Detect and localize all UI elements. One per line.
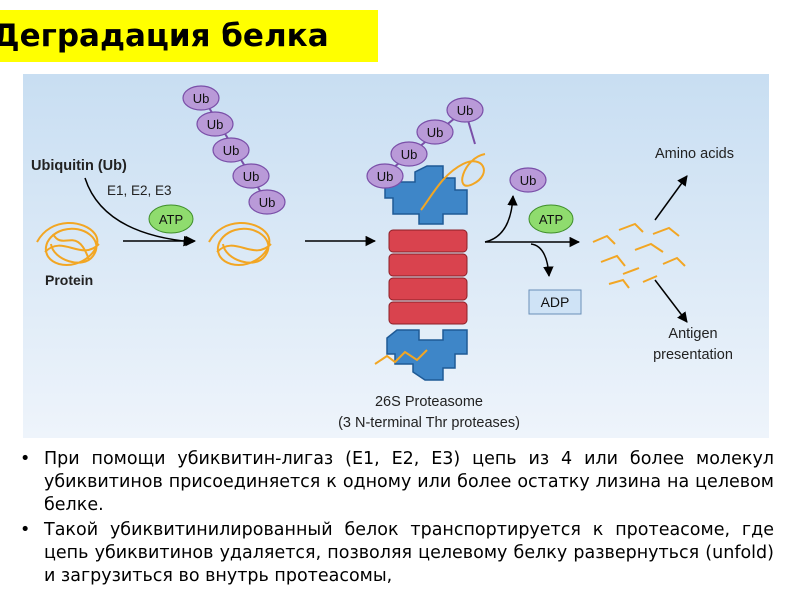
- ub-tag-label: Ub: [457, 103, 474, 118]
- proteasome-label-line1: 26S Proteasome: [375, 394, 483, 410]
- proteasome-bottom-cap: [386, 329, 468, 381]
- ub-tag: [182, 85, 220, 111]
- amino-acids-label: Amino acids: [655, 146, 734, 162]
- bullet-dot: •: [20, 520, 31, 540]
- arrow-up-amino-acids: [654, 175, 688, 221]
- proteasome-ring: [388, 229, 468, 253]
- ub-chain-2: Ub Ub Ub Ub: [366, 97, 484, 189]
- ub-released: [509, 167, 547, 193]
- ub-tag-label: Ub: [401, 147, 418, 162]
- proteasome-top-cap: [384, 165, 468, 225]
- peptide-fragments: [592, 222, 686, 289]
- adp-label: ADP: [541, 294, 570, 310]
- ubiquitin-curve-arrow: [84, 177, 195, 247]
- antigen-label-line1: Antigen: [668, 326, 717, 342]
- bullet-item: • Такой убиквитинилированный белок трансп…: [18, 519, 774, 588]
- ub-tag-label: Ub: [259, 195, 276, 210]
- ub-tag: [232, 163, 270, 189]
- ub-tag-label: Ub: [223, 143, 240, 158]
- proteasome-ring: [388, 277, 468, 301]
- antigen-label-line2: presentation: [653, 347, 733, 363]
- enzymes-label: E1, E2, E3: [107, 183, 172, 198]
- atp-label-2: ATP: [539, 212, 563, 227]
- ub-tag: [366, 163, 404, 189]
- ub-tag: [390, 141, 428, 167]
- ub-tag-label: Ub: [377, 169, 394, 184]
- protein-icon-left: [36, 222, 100, 267]
- protein-degradation-diagram: Ubiquitin (Ub) E1, E2, E3 Protein ATP Ub…: [23, 74, 769, 438]
- bullet-text: При помощи убиквитин-лигаз (E1, E2, E3) …: [44, 449, 774, 515]
- ubiquitin-label: Ubiquitin (Ub): [31, 158, 127, 174]
- ub-tag: [212, 137, 250, 163]
- atp-badge-1: [148, 204, 194, 234]
- arrow-to-adp: [530, 243, 554, 278]
- ub-tag: [248, 189, 286, 215]
- ub-tag-label: Ub: [207, 117, 224, 132]
- proteasome: [374, 153, 486, 381]
- arrow-to-released-ub: [484, 194, 518, 243]
- bullet-item: • При помощи убиквитин-лигаз (E1, E2, E3)…: [18, 448, 774, 517]
- ub-tag: [416, 119, 454, 145]
- ub-chain-1: Ub Ub Ub Ub Ub: [182, 85, 286, 215]
- title-banner: Деградация белка: [0, 10, 378, 62]
- bullet-text: Такой убиквитинилированный белок транспо…: [44, 520, 774, 586]
- ub-tag-label: Ub: [193, 91, 210, 106]
- ub-released-label: Ub: [520, 173, 537, 188]
- proteasome-ring: [388, 301, 468, 325]
- ub-tag-label: Ub: [427, 125, 444, 140]
- proteasome-label-line2: (3 N-terminal Thr proteases): [338, 415, 520, 431]
- ub-tag: [196, 111, 234, 137]
- protein-icon-ubiquitinated: [208, 222, 272, 267]
- arrow-down-antigen: [654, 279, 688, 323]
- ub-tag: [446, 97, 484, 123]
- slide-title: Деградация белка: [0, 18, 329, 54]
- protein-label: Protein: [45, 272, 93, 288]
- ub-tag-label: Ub: [243, 169, 260, 184]
- adp-box: [528, 289, 582, 315]
- atp-badge-2: [528, 204, 574, 234]
- atp-label-1: ATP: [159, 212, 183, 227]
- bullet-dot: •: [20, 449, 31, 469]
- proteasome-ring: [388, 253, 468, 277]
- bullet-list: • При помощи убиквитин-лигаз (E1, E2, E3)…: [18, 448, 774, 590]
